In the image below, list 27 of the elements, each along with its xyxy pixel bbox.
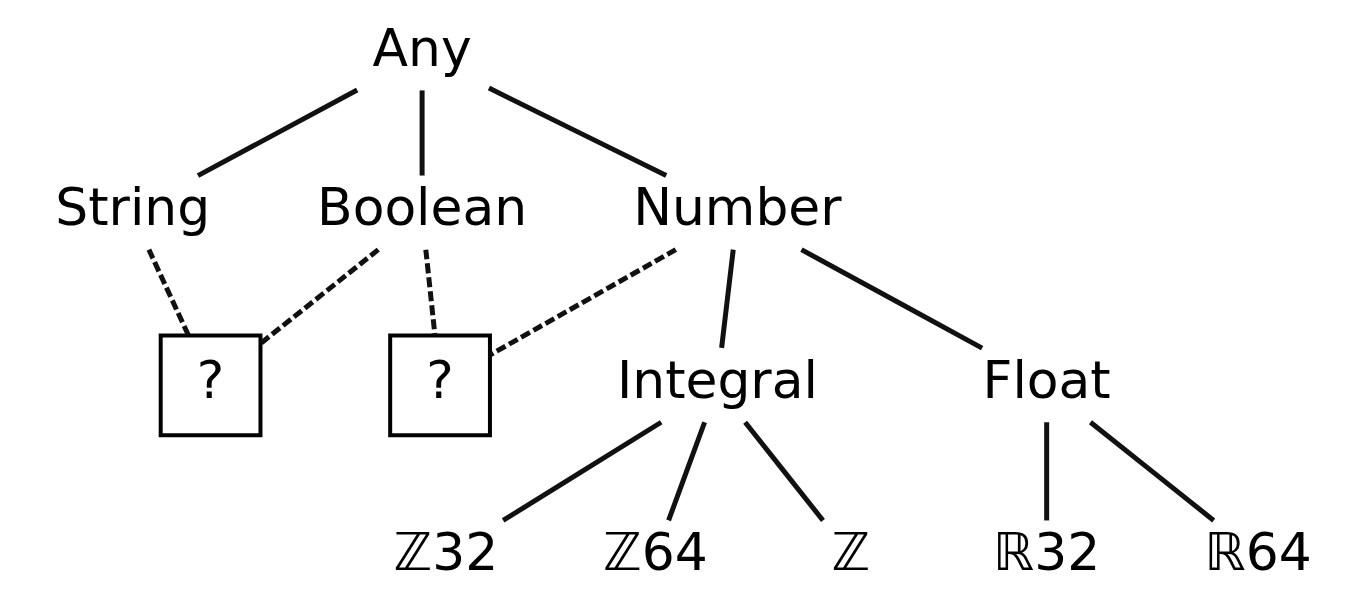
connector <box>259 247 380 346</box>
connector <box>422 249 437 336</box>
node-text: Float <box>982 349 1111 410</box>
node-box: ? <box>387 333 492 438</box>
node-text: String <box>54 177 210 238</box>
node-text: Number <box>632 177 842 238</box>
node-text: ℤ <box>831 522 870 583</box>
node-text: ℝ64 <box>1204 522 1312 583</box>
connector <box>146 248 191 337</box>
node-text: ℤ32 <box>393 522 498 583</box>
node-text: ℝ32 <box>992 522 1100 583</box>
connector <box>1043 422 1049 521</box>
node-text: Any <box>372 17 472 78</box>
node-text: ℤ64 <box>602 522 708 583</box>
connector <box>487 85 667 178</box>
connector <box>799 247 983 351</box>
connector <box>742 420 825 522</box>
connector <box>419 90 425 176</box>
node-text: Integral <box>616 349 818 410</box>
connector <box>196 87 358 178</box>
connector <box>1088 420 1215 523</box>
connector <box>665 421 707 522</box>
node-text: Boolean <box>316 177 527 238</box>
connector <box>489 247 677 357</box>
connector <box>501 420 662 523</box>
connector <box>718 249 736 349</box>
node-box: ? <box>158 333 262 438</box>
